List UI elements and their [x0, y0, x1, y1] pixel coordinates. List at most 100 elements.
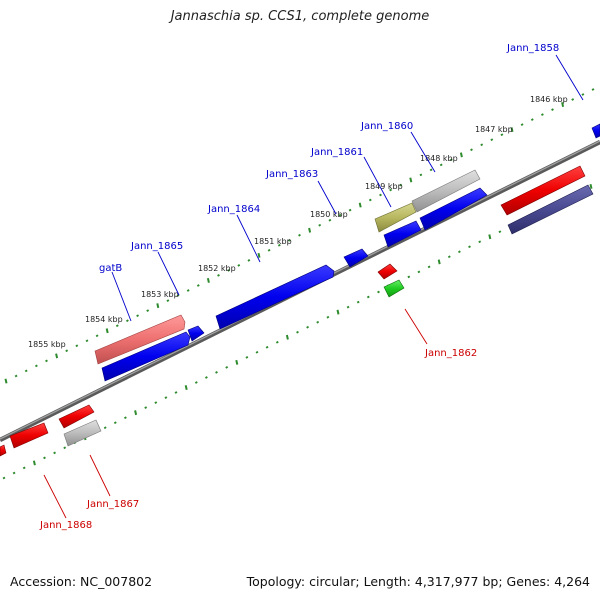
tick-mark [95, 334, 99, 338]
label-gatB[interactable]: gatB [99, 263, 122, 274]
gene-jann-1860[interactable] [411, 169, 481, 213]
tick-mark [530, 118, 534, 121]
gene-small-blue-1[interactable] [187, 325, 205, 342]
tick-mark [14, 374, 18, 378]
tick-mark [366, 295, 370, 299]
tick-mark [447, 255, 451, 259]
tick-mark [4, 378, 8, 384]
tick-mark [581, 93, 585, 96]
label-jann-1862[interactable]: Jann_1862 [424, 348, 477, 359]
tick-mark [318, 223, 322, 227]
label-leaders [43, 54, 584, 519]
kbp-label-1855: 1855 kbp [28, 340, 66, 349]
tick-mark [510, 127, 514, 133]
kbp-label-1850: 1850 kbp [310, 210, 348, 219]
label-jann-1867[interactable]: Jann_1867 [86, 499, 139, 510]
tick-mark [326, 315, 330, 319]
tick-mark [267, 248, 271, 252]
tick-mark [103, 426, 107, 430]
gene-small-blue-2[interactable] [383, 220, 422, 248]
tick-mark [12, 471, 16, 475]
tick-mark [500, 133, 504, 137]
gene-jann-1858[interactable] [591, 123, 600, 139]
tick-mark [186, 289, 190, 292]
tick-mark [215, 371, 218, 374]
tick-mark [277, 243, 281, 247]
tick-mark [156, 303, 160, 309]
tick-mark [206, 277, 210, 283]
gene-jann-1867[interactable] [58, 404, 95, 429]
tick-mark [285, 334, 289, 340]
tick-mark [65, 349, 69, 353]
tick-mark [336, 309, 340, 315]
tick-mark [328, 218, 332, 222]
tick-mark [105, 328, 109, 334]
gene-red-left-edge[interactable] [0, 444, 7, 457]
tick-mark [459, 152, 463, 158]
gene-red-right[interactable] [500, 165, 586, 216]
tick-mark [85, 339, 89, 343]
label-jann-1868[interactable]: Jann_1868 [39, 520, 92, 531]
label-jann-1865[interactable]: Jann_1865 [130, 241, 183, 252]
tick-mark [166, 299, 170, 302]
kbp-label-1846: 1846 kbp [530, 95, 568, 104]
tick-mark [55, 353, 59, 359]
gene-navy-right[interactable] [507, 184, 594, 235]
gene-gray-lower[interactable] [63, 419, 102, 447]
tick-mark [164, 396, 168, 399]
tick-mark [316, 320, 320, 324]
tick-mark [439, 163, 443, 167]
gene-small-blue-3[interactable] [419, 187, 488, 231]
tick-mark [204, 376, 208, 379]
kbp-label-1851: 1851 kbp [254, 237, 292, 246]
gene-gatB[interactable] [94, 314, 186, 365]
tick-mark [457, 250, 461, 254]
gene-jann-1864[interactable] [215, 264, 335, 330]
label-jann-1863[interactable]: Jann_1863 [265, 169, 318, 180]
gene-jann-1862[interactable] [377, 263, 398, 280]
gene-green-small[interactable] [383, 279, 405, 298]
tick-mark [480, 143, 484, 147]
tick-mark [75, 344, 79, 348]
tick-mark [136, 314, 140, 318]
tick-mark [53, 451, 57, 455]
gene-jann-1861[interactable] [374, 202, 417, 233]
gene-labels: gatB Jann_1865 Jann_1864 Jann_1863 Jann_… [39, 43, 559, 531]
tick-mark [257, 252, 261, 258]
gene-jann-1868[interactable] [9, 422, 49, 449]
kbp-label-1848: 1848 kbp [420, 154, 458, 163]
tick-mark [306, 325, 310, 329]
reverse-strand-genes [0, 165, 594, 457]
tick-mark [468, 245, 471, 249]
tick-mark [174, 391, 178, 394]
tick-mark [470, 148, 473, 152]
outer-tick-track [4, 88, 595, 384]
label-jann-1861[interactable]: Jann_1861 [310, 147, 363, 158]
label-jann-1860[interactable]: Jann_1860 [360, 121, 413, 132]
tick-mark [348, 208, 352, 212]
label-jann-1858[interactable]: Jann_1858 [506, 43, 559, 54]
tick-mark [308, 227, 312, 233]
tick-mark [551, 108, 554, 111]
tick-mark [235, 359, 239, 365]
gene-jann-1865[interactable] [101, 331, 191, 382]
tick-mark [265, 345, 269, 349]
tick-mark [356, 300, 360, 304]
tick-mark [63, 446, 67, 450]
tick-mark [490, 138, 494, 142]
forward-strand-genes [94, 123, 600, 382]
tick-mark [113, 421, 117, 425]
tick-mark [429, 168, 433, 172]
tick-mark [227, 269, 231, 272]
tick-mark [146, 309, 150, 312]
tick-mark [2, 476, 6, 480]
tick-mark [287, 238, 291, 242]
tick-mark [540, 113, 544, 116]
tick-mark [194, 381, 198, 384]
tick-mark [134, 410, 138, 416]
genome-summary-text: Topology: circular; Length: 4,317,977 bp… [246, 574, 590, 589]
tick-mark [427, 265, 431, 269]
gene-jann-1863[interactable] [343, 248, 369, 268]
label-jann-1864[interactable]: Jann_1864 [207, 204, 260, 215]
